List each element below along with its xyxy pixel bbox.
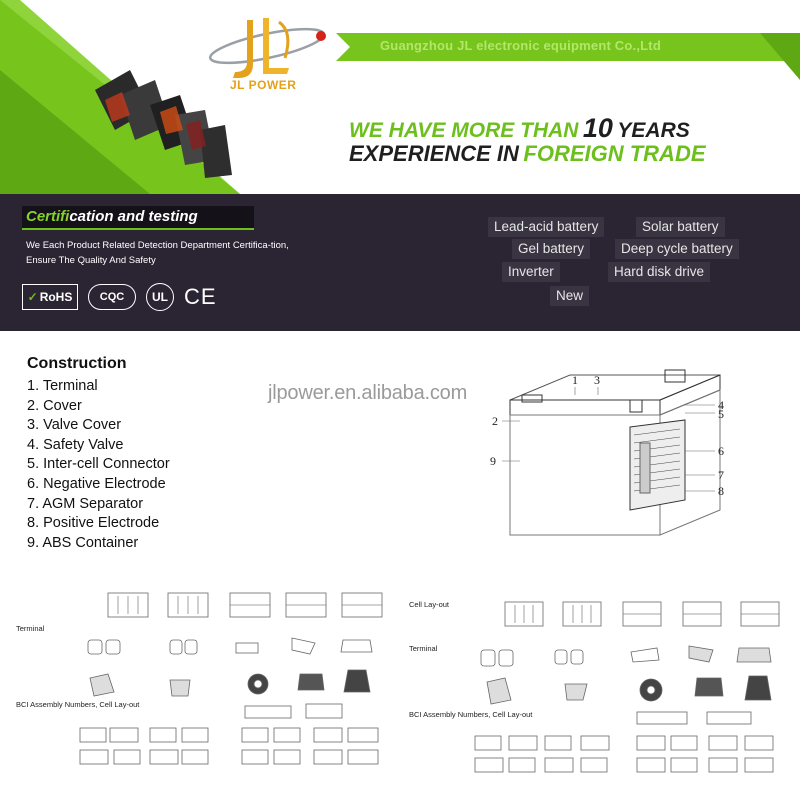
diagram-label: 2: [492, 414, 498, 428]
cell-layout-section-label: Cell Lay-out: [409, 600, 450, 609]
construction-title: Construction: [27, 355, 127, 372]
terminal-section-label: Terminal: [16, 624, 45, 633]
diagram-label: 6: [718, 444, 724, 458]
list-item: 9. ABS Container: [27, 534, 139, 551]
product-tag: Inverter: [502, 262, 560, 282]
bci-section-label: BCI Assembly Numbers, Cell Lay-out: [16, 700, 140, 709]
ul-mark-icon: UL: [146, 283, 174, 311]
slogan-number: 10: [582, 113, 613, 143]
terminal-drawings-left: Terminal BCI Assembly Numbers, Cell Lay-…: [10, 588, 390, 785]
diagram-label: 9: [490, 454, 496, 468]
terminal-section-label: Terminal: [409, 644, 438, 653]
slogan-line-2: EXPERIENCE IN FOREIGN TRADE: [349, 141, 789, 169]
product-tag: Deep cycle battery: [615, 239, 739, 259]
rohs-check-icon: ✓RoHS: [22, 284, 78, 310]
product-tag: Lead-acid battery: [488, 217, 605, 237]
slogan: WE HAVE MORE THAN 10 YEARS EXPERIENCE IN…: [349, 113, 789, 169]
certification-description: We Each Product Related Detection Depart…: [26, 240, 289, 266]
product-tag: Gel battery: [512, 239, 591, 259]
product-tag: Hard disk drive: [608, 262, 711, 282]
list-item: 8. Positive Electrode: [27, 515, 160, 532]
list-item: 5. Inter-cell Connector: [27, 456, 170, 473]
list-item: 2. Cover: [27, 397, 82, 414]
product-tag: New: [550, 286, 590, 306]
logo-text: JL POWER: [230, 78, 297, 92]
list-item: 3. Valve Cover: [27, 417, 122, 434]
terminal-drawings-right: Cell Lay-out Terminal BCI Assembly Numbe…: [405, 588, 800, 785]
list-item: 1. Terminal: [27, 378, 98, 394]
battery-cutaway-diagram: 1 2 3 4 5 6 7 8 9: [490, 369, 724, 536]
construction-list: 1. Terminal 2. Cover 3. Valve Cover 4. S…: [27, 377, 170, 553]
certification-title-rest: cation and testing: [69, 208, 198, 225]
certification-title-highlight: Certifi: [26, 208, 70, 225]
header-green-graphic: [0, 0, 800, 194]
bci-section-label: BCI Assembly Numbers, Cell Lay-out: [409, 710, 533, 719]
list-item: 4. Safety Valve: [27, 436, 124, 453]
diagram-label: 3: [594, 373, 600, 387]
list-item: 7. AGM Separator: [27, 495, 144, 512]
certification-logos: ✓RoHS CQC UL CE: [22, 282, 217, 312]
slogan-text: EXPERIENCE IN: [349, 141, 519, 166]
diagram-label: 7: [718, 468, 724, 482]
cqc-mark-icon: CQC: [88, 284, 136, 310]
product-tag: Solar battery: [636, 217, 725, 237]
diagram-label: 1: [572, 373, 578, 387]
jl-power-logo: [208, 18, 326, 78]
watermark: jlpower.en.alibaba.com: [268, 382, 468, 404]
slogan-text: YEARS: [617, 119, 690, 142]
certification-title: Certification and testing: [22, 206, 254, 230]
header: JL POWER Guangzhou JL electronic equipme…: [0, 0, 800, 194]
diagram-label: 4: [718, 398, 724, 412]
company-name: Guangzhou JL electronic equipment Co.,Lt…: [380, 38, 661, 53]
slogan-line-1: WE HAVE MORE THAN 10 YEARS: [349, 113, 789, 143]
diagram-label: 8: [718, 484, 724, 498]
ce-mark-icon: CE: [184, 284, 217, 309]
slogan-text: WE HAVE MORE THAN: [349, 119, 579, 142]
list-item: 6. Negative Electrode: [27, 475, 166, 492]
slogan-text: FOREIGN TRADE: [523, 141, 706, 166]
diagram-label: 5: [718, 407, 724, 421]
